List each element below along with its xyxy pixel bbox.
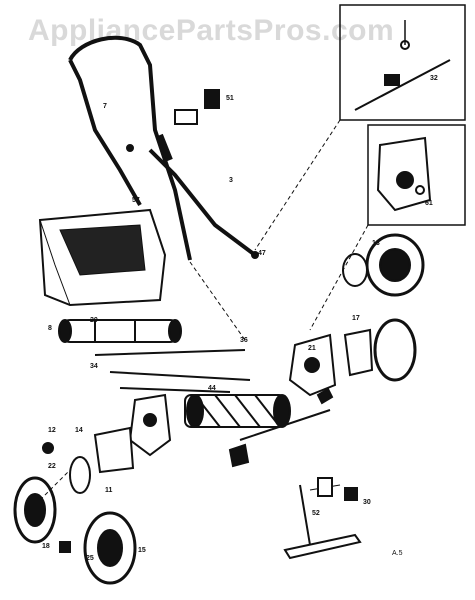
wheel-right-upper (343, 235, 423, 295)
callout-44: 44 (208, 385, 216, 392)
callout-21: 21 (308, 345, 316, 352)
wheel-right-lower (345, 320, 415, 380)
callout-25: 25 (86, 555, 94, 562)
callout-30: 30 (363, 499, 371, 506)
roller (59, 320, 181, 342)
inset-gear-detail (368, 125, 465, 225)
handle-assembly (70, 38, 255, 260)
callout-3: 3 (229, 177, 233, 184)
height-adjust-bar (285, 478, 360, 558)
side-plate-right (290, 335, 335, 395)
callout-57: 57 (132, 197, 140, 204)
reel-cutter (185, 395, 290, 427)
inset-handle-detail (340, 5, 465, 120)
callout-15: 15 (138, 547, 146, 554)
bed-knife-bar (230, 410, 330, 466)
callout-labels: 7 3 51 57 13 17 21 8 20 34 44 12 14 22 1… (42, 75, 438, 562)
callout-11: 11 (105, 487, 113, 494)
callout-20: 20 (90, 317, 98, 324)
page-number: A.5 (392, 550, 403, 557)
grass-catcher (40, 210, 165, 305)
axle-rods (95, 350, 250, 392)
callout-34: 34 (90, 363, 98, 370)
explosion-lines (40, 120, 368, 500)
callout-36: 36 (240, 337, 248, 344)
callout-47: 47 (258, 250, 266, 257)
callout-22: 22 (48, 463, 56, 470)
hub-left (70, 428, 133, 493)
callout-61: 61 (425, 200, 433, 207)
wheel-left-rear (85, 513, 135, 583)
callout-32: 32 (430, 75, 438, 82)
callout-12: 12 (48, 427, 56, 434)
callout-13: 13 (372, 240, 380, 247)
callout-52: 52 (312, 510, 320, 517)
small-hardware (43, 90, 332, 552)
callout-8: 8 (48, 325, 52, 332)
callout-7: 7 (103, 103, 107, 110)
wheel-left-front (15, 478, 55, 542)
callout-51: 51 (226, 95, 234, 102)
callout-14: 14 (75, 427, 83, 434)
callout-17: 17 (352, 315, 360, 322)
side-plate-left (130, 395, 170, 455)
callout-18: 18 (42, 543, 50, 550)
